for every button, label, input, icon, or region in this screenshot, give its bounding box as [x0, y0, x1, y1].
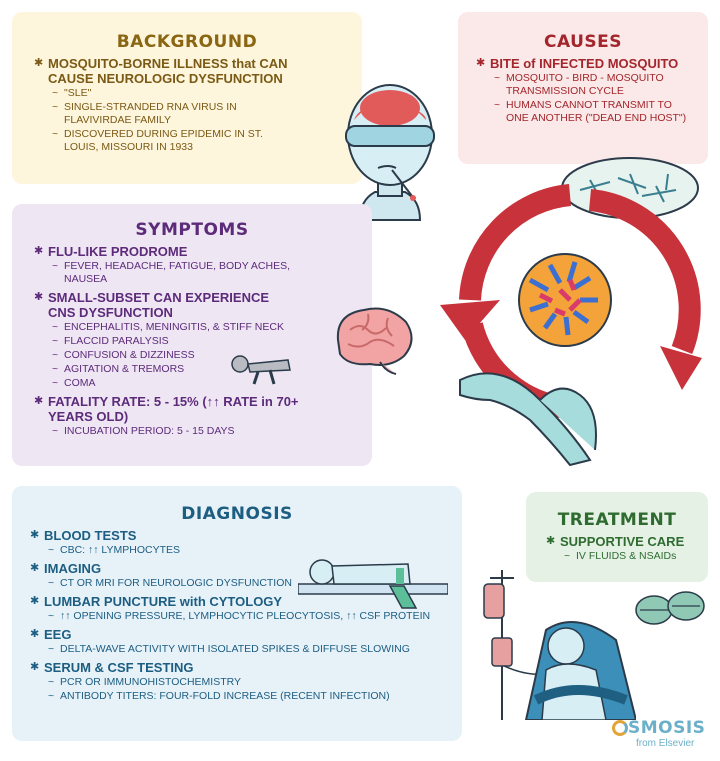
paralysis-figure-icon — [231, 355, 291, 385]
diagnosis-sub: ~CT or MRI for NEUROLOGIC DYSFUNCTION — [48, 577, 292, 589]
background-sub: ~"SLE" — [52, 87, 92, 99]
background-sub: ~SINGLE-STRANDED RNA VIRUS in FLAVIVIRDA… — [52, 101, 237, 126]
causes-sub: ~HUMANS CANNOT TRANSMIT to ONE ANOTHER (… — [494, 99, 687, 124]
star-bullet-icon: ✱ — [34, 245, 44, 257]
symptoms-title: SYMPTOMS — [135, 220, 249, 240]
bird-icon — [459, 372, 592, 467]
treatment-card: TREATMENT ✱ SUPPORTIVE CARE ~IV FLUIDS &… — [526, 492, 708, 582]
logo-word: SMOSIS — [628, 718, 706, 738]
osmosis-logo-mark — [612, 720, 628, 736]
background-title: BACKGROUND — [116, 32, 258, 52]
star-bullet-icon: ✱ — [476, 57, 486, 69]
star-bullet-icon: ✱ — [34, 291, 44, 303]
diagnosis-item: ✱SERUM & CSF TESTING — [30, 660, 194, 675]
symptoms-sub: ~INCUBATION PERIOD: 5 - 15 DAYS — [52, 425, 235, 437]
fever-head-illustration — [345, 84, 435, 221]
treatment-bullet: ✱ SUPPORTIVE CARE — [546, 534, 685, 549]
symptoms-sub: ~CONFUSION & DIZZINESS — [52, 349, 195, 361]
diagnosis-card: DIAGNOSIS ✱BLOOD TESTS ~CBC: ↑↑ LYMPHOCY… — [12, 486, 462, 741]
osmosis-logo: SMOSIS from Elsevier — [612, 718, 716, 758]
diagnosis-item: ✱IMAGING — [30, 561, 102, 576]
symptoms-sub: ~COMA — [52, 377, 96, 389]
diagnosis-item: ✱EEG — [30, 627, 72, 642]
star-bullet-icon: ✱ — [546, 535, 556, 547]
diagnosis-title: DIAGNOSIS — [181, 504, 293, 524]
star-bullet-icon: ✱ — [30, 529, 40, 541]
treatment-sub: ~IV FLUIDS & NSAIDs — [564, 550, 677, 562]
cycle-arrow — [588, 189, 701, 355]
diagnosis-sub: ~CBC: ↑↑ LYMPHOCYTES — [48, 544, 180, 556]
causes-bullet-text: BITE of INFECTED MOSQUITO — [490, 56, 679, 71]
symptoms-sub: ~FEVER, HEADACHE, FATIGUE, BODY ACHES, N… — [52, 260, 290, 285]
star-bullet-icon: ✱ — [34, 395, 44, 407]
brain-icon — [336, 307, 413, 375]
diagnosis-sub: ~↑↑ OPENING PRESSURE, LYMPHOCYTIC PLEOCY… — [48, 610, 431, 622]
causes-title: CAUSES — [543, 32, 622, 52]
diagnosis-item: ✱BLOOD TESTS — [30, 528, 137, 543]
causes-card: CAUSES ✱ BITE of INFECTED MOSQUITO ~MOSQ… — [458, 12, 708, 164]
star-bullet-icon: ✱ — [34, 57, 44, 69]
symptoms-sub: ~AGITATION & TREMORS — [52, 363, 185, 375]
symptoms-card: SYMPTOMS ✱ FLU-LIKE PRODROME ~FEVER, HEA… — [12, 204, 372, 466]
background-bullet: ✱ MOSQUITO-BORNE ILLNESS that CAN CAUSE … — [34, 56, 298, 86]
pills-icon — [635, 591, 705, 625]
causes-bullet: ✱ BITE of INFECTED MOSQUITO — [476, 56, 694, 71]
star-bullet-icon: ✱ — [30, 595, 40, 607]
diagnosis-sub: ~PCR or IMMUNOHISTOCHEMISTRY — [48, 676, 242, 688]
background-card: BACKGROUND ✱ MOSQUITO-BORNE ILLNESS that… — [12, 12, 362, 184]
symptoms-bullet: ✱ FLU-LIKE PRODROME — [34, 244, 188, 259]
hospital-bed-illustration — [483, 570, 636, 720]
star-bullet-icon: ✱ — [30, 628, 40, 640]
causes-sub: ~MOSQUITO - BIRD - MOSQUITO TRANSMISSION… — [494, 72, 664, 97]
cycle-arrow — [459, 184, 572, 301]
diagnosis-sub: ~DELTA-WAVE ACTIVITY with ISOLATED SPIKE… — [48, 643, 410, 655]
transmission-cycle-illustration — [440, 157, 702, 467]
background-bullet-text: MOSQUITO-BORNE ILLNESS that CAN CAUSE NE… — [48, 56, 288, 86]
logo-sub: from Elsevier — [636, 738, 695, 749]
symptoms-bullet: ✱ FATALITY RATE: 5 - 15% (↑↑ RATE in 70+… — [34, 394, 299, 424]
diagnosis-sub: ~ANTIBODY TITERS: FOUR-FOLD INCREASE (RE… — [48, 690, 390, 702]
mosquito-icon — [579, 173, 677, 203]
star-bullet-icon: ✱ — [30, 661, 40, 673]
symptoms-sub: ~ENCEPHALITIS, MENINGITIS, & STIFF NECK — [52, 321, 284, 333]
mri-patient-illustration — [298, 559, 448, 609]
diagnosis-item: ✱LUMBAR PUNCTURE with CYTOLOGY — [30, 594, 283, 609]
symptoms-sub: ~FLACCID PARALYSIS — [52, 335, 169, 347]
star-bullet-icon: ✱ — [30, 562, 40, 574]
background-sub: ~DISCOVERED DURING EPIDEMIC in ST. LOUIS… — [52, 128, 263, 153]
treatment-title: TREATMENT — [557, 510, 677, 530]
symptoms-bullet: ✱ SMALL-SUBSET CAN EXPERIENCE CNS DYSFUN… — [34, 290, 270, 320]
